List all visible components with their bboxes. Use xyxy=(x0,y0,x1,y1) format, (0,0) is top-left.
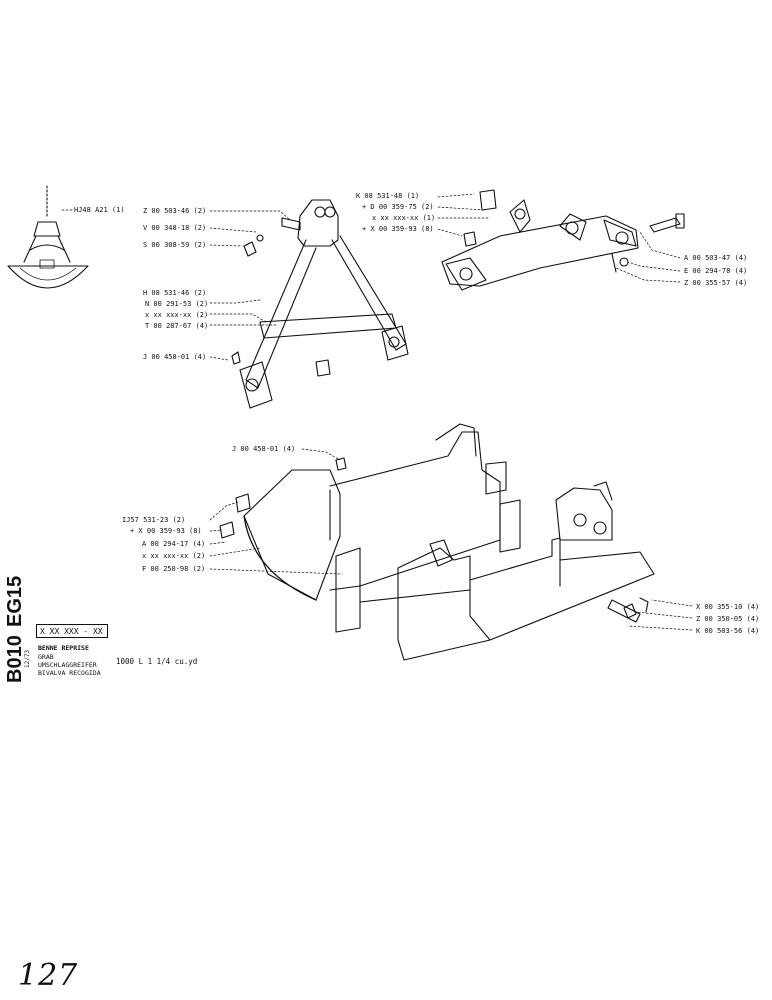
callout-shell-right-1: X 00 355-10 (4) xyxy=(696,603,759,611)
callout-lever-right-2: E 00 294-78 (4) xyxy=(684,267,747,275)
leader-lines xyxy=(61,193,693,631)
callout-frame-bottom-1: J 00 458-01 (4) xyxy=(143,353,206,361)
callout-shell-left-5: F 00 250-98 (2) xyxy=(142,565,205,573)
sheet-code-eg15: EG15 xyxy=(4,575,26,627)
callout-shell-left-2: + X 00 359-93 (8) xyxy=(130,527,202,535)
callout-lever-right-1: A 00 503-47 (4) xyxy=(684,254,747,262)
part-number-box: X XX XXX - XX xyxy=(36,624,108,638)
callout-shell-right-3: K 00 503-56 (4) xyxy=(696,627,759,635)
callout-shell-left-3: A 00 294-17 (4) xyxy=(142,540,205,548)
callout-frame-top-3: S 00 308-59 (2) xyxy=(143,241,206,249)
callout-frame-mid-2: N 00 291-53 (2) xyxy=(145,300,208,308)
title-name-en: GRAB xyxy=(38,653,54,661)
callout-shell-right-2: Z 00 350-05 (4) xyxy=(696,615,759,623)
triangle-frame xyxy=(231,199,409,409)
grab-shells xyxy=(219,423,655,661)
callout-shell-top-1: J 00 458-01 (4) xyxy=(232,445,295,453)
title-name-fr: BENNE REPRISE xyxy=(38,644,89,652)
callout-lever-top-4: + X 00 359-93 (8) xyxy=(362,225,434,233)
title-block: BENNE REPRISE GRAB UMSCHLAGGREIFER BIVAL… xyxy=(36,640,216,680)
callout-mini-grab: HJ48 A21 (1) xyxy=(74,206,125,214)
callout-lever-right-3: Z 00 355-57 (4) xyxy=(684,279,747,287)
grab-overview-sketch xyxy=(7,185,89,289)
callout-frame-top-1: Z 00 503-46 (2) xyxy=(143,207,206,215)
callout-lever-top-2: + D 00 359-75 (2) xyxy=(362,203,434,211)
sheet-code-vertical: EG15 B010 xyxy=(2,576,26,685)
callout-frame-mid-1: H 08 531-46 (2) xyxy=(143,289,206,297)
capacity-label: 1000 L 1 1/4 cu.yd xyxy=(116,657,198,666)
page-number: 127 xyxy=(18,958,79,993)
date-code: 12/73 xyxy=(24,649,31,668)
callout-frame-mid-4: T 00 287-67 (4) xyxy=(145,322,208,330)
callout-lever-top-3: x xx xxx-xx (1) xyxy=(372,214,435,222)
title-name-es: BIVALVA RECOGIDA xyxy=(38,669,101,677)
callout-frame-top-2: V 00 348-18 (2) xyxy=(143,224,206,232)
callout-shell-left-1: IJ57 531-23 (2) xyxy=(122,516,185,524)
title-name-de: UMSCHLAGGREIFER xyxy=(38,661,97,669)
callout-lever-top-1: K 08 531-48 (1) xyxy=(356,192,419,200)
callout-frame-mid-3: x xx xxx-xx (2) xyxy=(145,311,208,319)
callout-labels: HJ48 A21 (1) Z 00 503-46 (2) V 00 348-18… xyxy=(74,192,759,635)
lever-assembly xyxy=(441,189,685,291)
callout-shell-left-4: x xx xxx-xx (2) xyxy=(142,552,205,560)
